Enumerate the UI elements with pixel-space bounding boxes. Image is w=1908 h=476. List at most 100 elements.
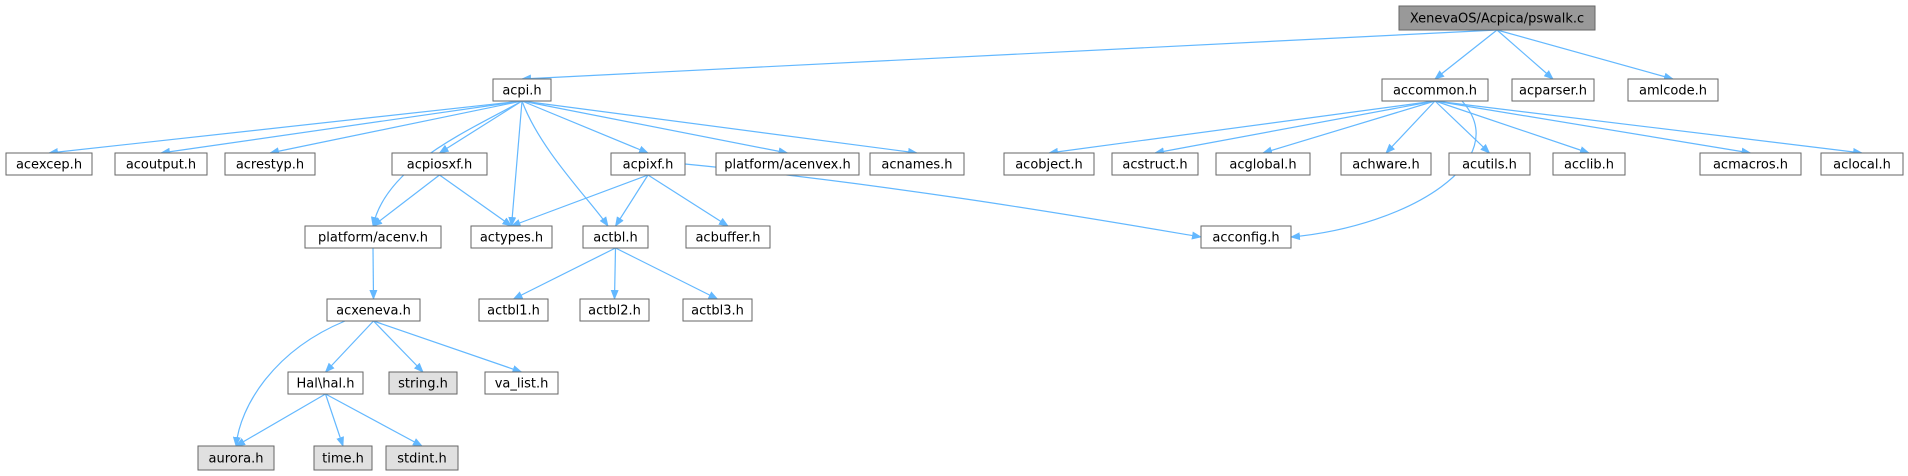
node-acexcep-h[interactable]: acexcep.h [5, 152, 93, 176]
node-label: acrestyp.h [236, 158, 304, 173]
edges-layer [48, 29, 1863, 447]
edge-acpi-h-to-acpixf-h [521, 100, 649, 154]
node-box [1381, 78, 1489, 102]
node-label: acpixf.h [623, 158, 674, 173]
node-time-h: time.h [313, 445, 373, 471]
edge-acpi-h-to-actbl-h [521, 100, 609, 227]
node-va-list-h[interactable]: va_list.h [484, 371, 559, 395]
node-aurora-h: aurora.h [197, 445, 275, 471]
node-acconfig-h[interactable]: acconfig.h [1200, 225, 1292, 249]
node-label: actbl3.h [691, 304, 744, 319]
node-acoutput-h[interactable]: acoutput.h [114, 152, 208, 176]
node-label: va_list.h [495, 377, 549, 392]
node-acutils-h[interactable]: acutils.h [1448, 152, 1531, 176]
node-label: acobject.h [1015, 158, 1083, 173]
node-box [5, 152, 93, 176]
node-label: actbl.h [593, 231, 637, 246]
node-acbuffer-h[interactable]: acbuffer.h [685, 225, 771, 249]
node-label: acconfig.h [1212, 231, 1279, 246]
node-acpiosxf-h[interactable]: acpiosxf.h [391, 152, 488, 176]
node-box [326, 298, 421, 322]
node-label: acexcep.h [16, 158, 82, 173]
edge-accommon-h-to-acclib-h [1434, 100, 1590, 154]
node-box [1699, 152, 1802, 176]
edge-acpixf-h-to-acbuffer-h [647, 174, 729, 227]
node-label: acpi.h [502, 84, 541, 99]
edge-accommon-h-to-acobject-h [1048, 100, 1436, 156]
node-achware-h[interactable]: achware.h [1340, 152, 1432, 176]
node-box [715, 152, 860, 176]
edge-acpiosxf-h-to-actypes-h [439, 174, 513, 227]
node-actbl3-h[interactable]: actbl3.h [682, 298, 753, 322]
node-string-h: string.h [388, 371, 458, 395]
node-label: stdint.h [397, 452, 446, 467]
node-actypes-h[interactable]: actypes.h [470, 225, 553, 249]
node-label: actbl2.h [588, 304, 641, 319]
node-xenevaos-acpica-pswalk-c[interactable]: XenevaOS/Acpica/pswalk.c [1398, 5, 1596, 31]
edge-acxeneva-h-to-aurora-h [232, 320, 346, 447]
node-box [1552, 152, 1626, 176]
node-label: amlcode.h [1639, 84, 1707, 99]
node-acparser-h[interactable]: acparser.h [1511, 78, 1595, 102]
edge-accommon-h-to-acmacros-h [1434, 100, 1752, 156]
node-label: acxeneva.h [336, 304, 411, 319]
node-label: acglobal.h [1229, 158, 1296, 173]
node-label: actypes.h [480, 231, 543, 246]
node-platform-acenvex-h[interactable]: platform/acenvex.h [715, 152, 860, 176]
node-box [1448, 152, 1531, 176]
node-actbl1-h[interactable]: actbl1.h [478, 298, 549, 322]
node-box [682, 298, 753, 322]
node-box [1627, 78, 1719, 102]
node-platform-acenv-h[interactable]: platform/acenv.h [304, 225, 442, 249]
node-acglobal-h[interactable]: acglobal.h [1215, 152, 1311, 176]
edge-acpi-h-to-platform-acenv-h [370, 100, 523, 227]
node-box [1200, 225, 1292, 249]
edge-accommon-h-to-acstruct-h [1154, 100, 1436, 156]
node-acrestyp-h[interactable]: acrestyp.h [224, 152, 316, 176]
node-actbl-h[interactable]: actbl.h [582, 225, 649, 249]
node-label: acoutput.h [126, 158, 196, 173]
node-acnames-h[interactable]: acnames.h [869, 152, 965, 176]
edge-acpi-h-to-acexcep-h [48, 100, 523, 156]
edge-accommon-h-to-acconfig-h [1290, 100, 1477, 241]
node-box [685, 225, 771, 249]
node-label: acpiosxf.h [407, 158, 472, 173]
node-acclib-h[interactable]: acclib.h [1552, 152, 1626, 176]
edge-xenevaos-acpica-pswalk-c-to-acparser-h [1496, 29, 1554, 80]
node-accommon-h[interactable]: accommon.h [1381, 78, 1489, 102]
edge-acxeneva-h-to-va-list-h [373, 320, 523, 373]
node-amlcode-h[interactable]: amlcode.h [1627, 78, 1719, 102]
node-acobject-h[interactable]: acobject.h [1003, 152, 1095, 176]
node-acstruct-h[interactable]: acstruct.h [1111, 152, 1199, 176]
node-acpixf-h[interactable]: acpixf.h [610, 152, 686, 176]
node-label: achware.h [1352, 158, 1419, 173]
node-box [385, 445, 459, 471]
node-actbl2-h[interactable]: actbl2.h [579, 298, 650, 322]
node-label: acbuffer.h [695, 231, 760, 246]
edge-accommon-h-to-acglobal-h [1262, 100, 1436, 155]
node-box [287, 371, 364, 395]
node-acmacros-h[interactable]: acmacros.h [1699, 152, 1802, 176]
edge-actbl-h-to-actbl3-h [615, 247, 719, 300]
edge-hal-hal-h-to-time-h [324, 393, 344, 447]
node-label: platform/acenv.h [318, 231, 428, 246]
node-acpi-h[interactable]: acpi.h [492, 78, 552, 102]
edge-acpi-h-to-actypes-h [508, 100, 523, 227]
node-box [610, 152, 686, 176]
node-box [470, 225, 553, 249]
edge-acpi-h-to-platform-acenvex-h [521, 100, 789, 156]
node-label: acparser.h [1519, 84, 1587, 99]
node-hal-hal-h[interactable]: Hal\hal.h [287, 371, 364, 395]
node-label: aclocal.h [1833, 158, 1891, 173]
node-box [197, 445, 275, 471]
edge-acpixf-h-to-actypes-h [510, 174, 649, 227]
node-box [478, 298, 549, 322]
node-label: acutils.h [1462, 158, 1517, 173]
node-label: acmacros.h [1713, 158, 1788, 173]
node-box [391, 152, 488, 176]
node-acxeneva-h[interactable]: acxeneva.h [326, 298, 421, 322]
node-aclocal-h[interactable]: aclocal.h [1820, 152, 1904, 176]
node-label: string.h [398, 377, 448, 392]
node-label: acnames.h [881, 158, 952, 173]
node-box [1820, 152, 1904, 176]
